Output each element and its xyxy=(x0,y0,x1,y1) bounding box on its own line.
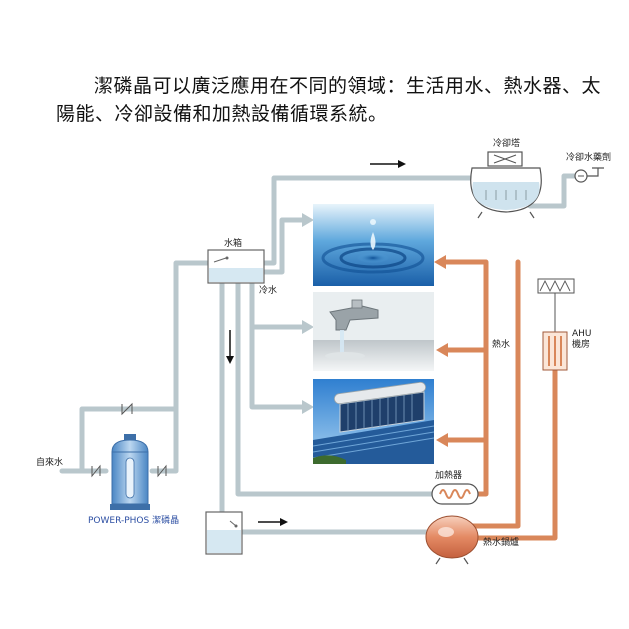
water-tank-label: 水箱 xyxy=(224,237,242,249)
hot-arrowhead-drop xyxy=(434,255,446,269)
ahu-unit xyxy=(537,278,575,371)
flow-arrowhead-down xyxy=(226,356,234,364)
cold-arrowhead-faucet xyxy=(302,320,314,334)
water-tank xyxy=(207,249,265,284)
cold-pipes xyxy=(59,173,579,535)
intro-text: 潔磷晶可以廣泛應用在不同的領域：生活用水、熱水器、太陽能、冷卻設備和加熱設備循環… xyxy=(56,75,602,125)
faucet-image xyxy=(313,292,434,371)
heater-unit xyxy=(431,483,479,505)
cooling-agent-unit xyxy=(574,167,604,183)
water-drop-image xyxy=(313,204,434,286)
branch-to-solar xyxy=(249,324,309,410)
cold-arrowhead-solar xyxy=(302,400,314,414)
solar-heater-image xyxy=(312,379,435,464)
bypass-pipe xyxy=(79,406,179,474)
flow-arrowhead-top xyxy=(398,160,406,168)
ahu-label-line2: 機房 xyxy=(572,338,590,350)
hot-water-label: 熱水 xyxy=(492,338,510,350)
valves xyxy=(91,402,167,478)
tap-water-label: 自來水 xyxy=(36,456,63,468)
product-to-tank-pipe xyxy=(149,260,215,474)
boiler-label: 熱水鍋爐 xyxy=(483,536,519,548)
power-phos-unit xyxy=(110,434,150,510)
hot-arrowhead-faucet xyxy=(436,343,448,357)
lower-tank xyxy=(205,511,243,555)
valve-icon xyxy=(121,402,133,416)
cooling-agent-label: 冷卻水藥劑 xyxy=(566,151,611,163)
flow-arrows xyxy=(226,160,448,526)
product-label: POWER-PHOS 潔磷晶 xyxy=(88,514,179,526)
hot-to-drop xyxy=(441,259,489,497)
hot-pipes xyxy=(441,259,558,541)
tank-to-heater-pipe xyxy=(235,280,435,497)
flow-arrowhead-bottom xyxy=(280,518,288,526)
boiler-unit xyxy=(425,515,479,565)
cold-arrowhead-drop xyxy=(302,213,314,227)
cooling-tower-label: 冷卻塔 xyxy=(493,137,520,149)
cooling-tower xyxy=(470,151,542,219)
branch-to-drop xyxy=(261,217,309,275)
boiler-to-hot-line xyxy=(469,259,521,529)
ahu-label-line1: AHU xyxy=(572,329,592,339)
boiler-to-ahu xyxy=(469,367,558,541)
cold-water-label: 冷水 xyxy=(259,284,277,296)
hot-arrowhead-solar xyxy=(436,433,448,447)
heater-label: 加熱器 xyxy=(435,469,462,481)
valve-icon xyxy=(91,464,101,478)
valve-icon xyxy=(157,464,167,478)
